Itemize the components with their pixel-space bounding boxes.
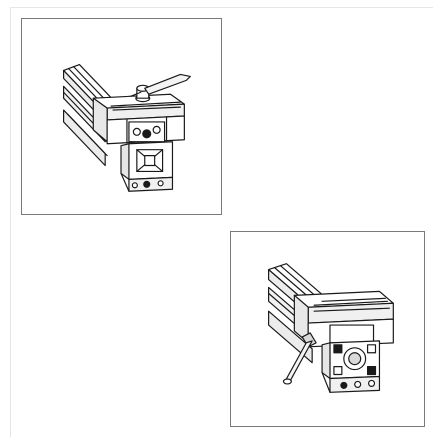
top-divider: [10, 7, 433, 8]
figure-lever-clamp: [21, 18, 222, 215]
left-divider: [10, 7, 11, 437]
figure-side-lever-clamp: [230, 231, 425, 427]
profile-connector-lever-clamp-icon: [63, 63, 191, 192]
profile-connector-side-lever-icon: [268, 263, 394, 393]
